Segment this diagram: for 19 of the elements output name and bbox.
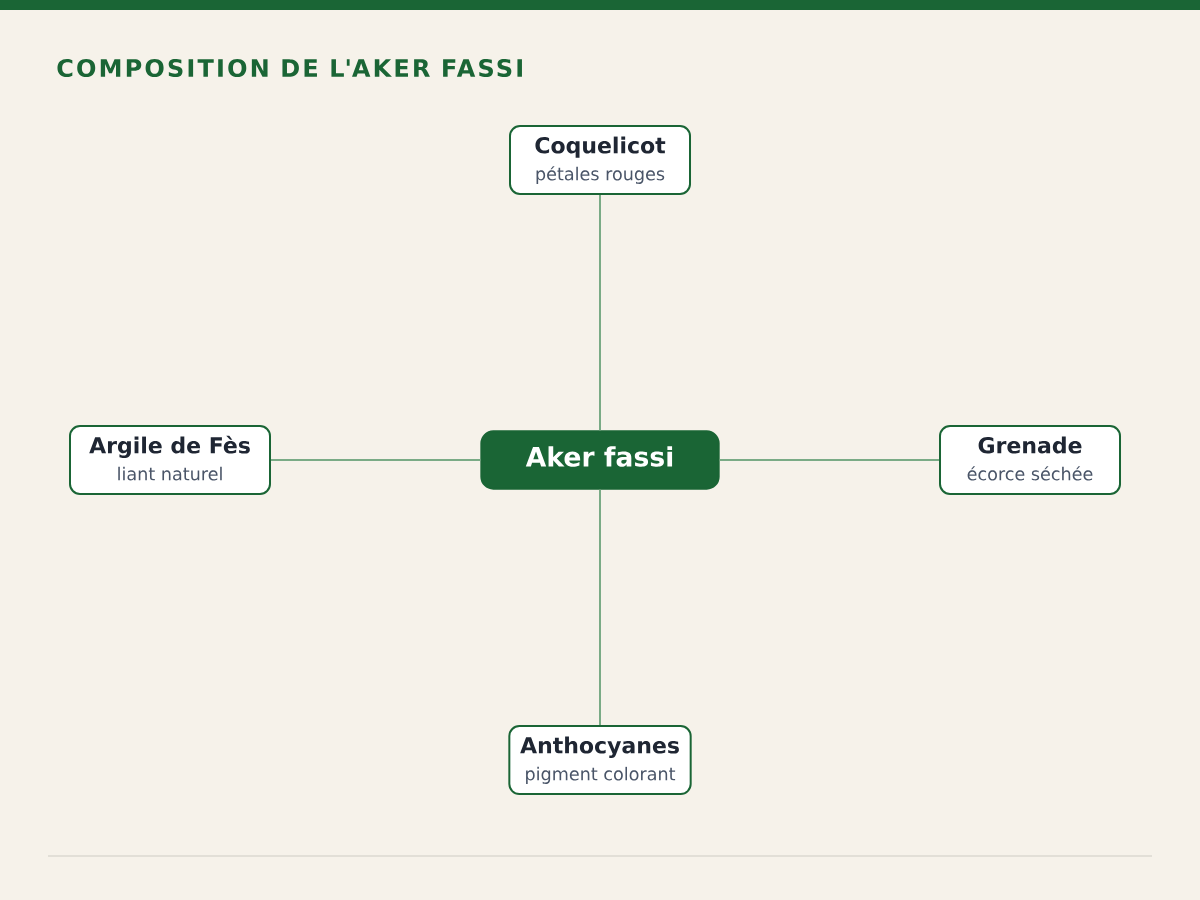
connector-line	[599, 488, 601, 726]
ingredient-description: écorce séchée	[967, 466, 1093, 481]
connector-line	[718, 459, 940, 461]
ingredient-description: pigment colorant	[526, 766, 676, 784]
ingredient-name: Argile de Fès	[89, 435, 250, 459]
central-label: Aker fassi	[525, 446, 673, 467]
ingredient-box	[69, 425, 271, 495]
central-box	[480, 430, 720, 490]
ingredient-box	[508, 725, 692, 795]
connector-line	[599, 194, 601, 432]
ingredient-name: Anthocyanes	[520, 736, 679, 759]
connector-line	[270, 459, 482, 461]
ingredient-name: Coquelicot	[535, 136, 666, 158]
title: COMPOSITION DE L'AKER FASSI	[57, 58, 522, 78]
ingredient-name: Grenade	[978, 436, 1082, 454]
ingredient-box	[509, 125, 691, 195]
ingredient-description: pétales rouges	[536, 166, 665, 184]
ingredient-description: liant naturel	[118, 466, 222, 481]
ingredient-box	[939, 425, 1121, 495]
